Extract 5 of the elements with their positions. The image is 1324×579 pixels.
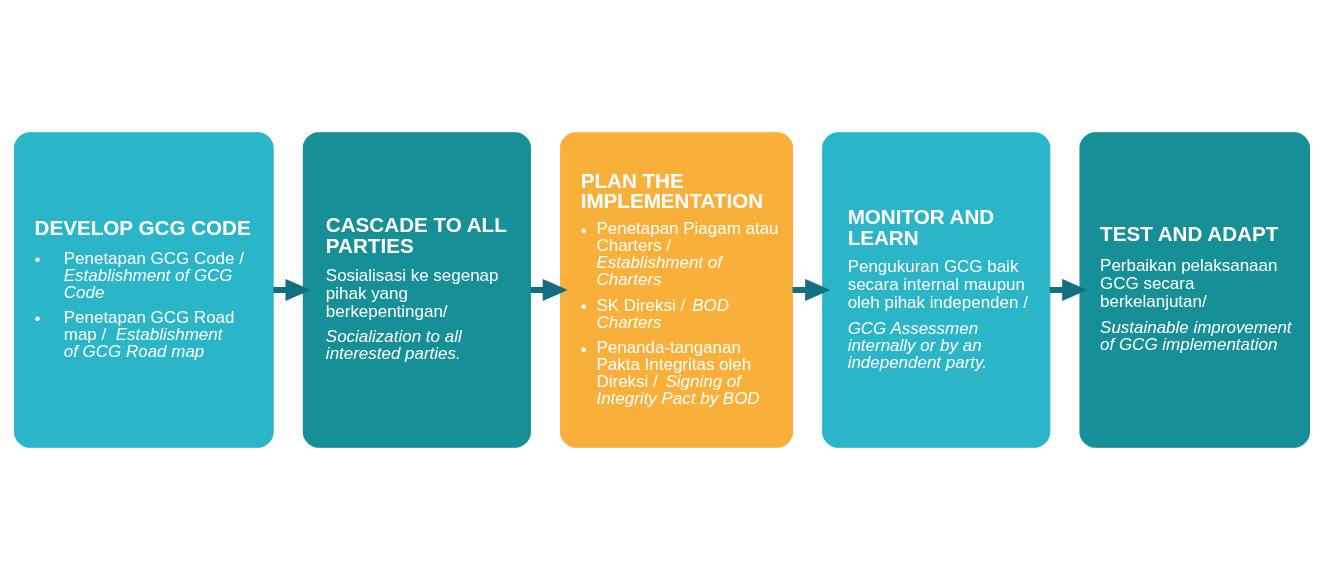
- node-box: TEST AND ADAPT Perbaikan pelaksanaan GCG secara berkelanjutan/ Sustainable improvement of GCG implementation: [1079, 131, 1310, 448]
- node-box: PLAN THE IMPLEMENTATION • Penetapan Piagam atau Charters / Establishment of Charters • SK Direksi / BOD Charters • Penanda-tanganan Pakta Integritas oleh Direksi / Signing of Integrity Pact by BOD: [560, 131, 794, 448]
- node-box: MONITOR AND LEARN Pengukuran GCG baik secara internal maupun oleh pihak independen / GCG Assessmen internally or by an independent party.: [822, 131, 1051, 448]
- node-box: CASCADE TO ALL PARTIES Sosialisasi ke segenap pihak yang berkepentingan/ Socialization to all interested parties.: [302, 131, 531, 448]
- node-box: DEVELOP GCG CODE • Penetapan GCG Code / Establishment of GCG Code • Penetapan GCG Road map / Establishment of GCG Road map: [14, 131, 274, 448]
